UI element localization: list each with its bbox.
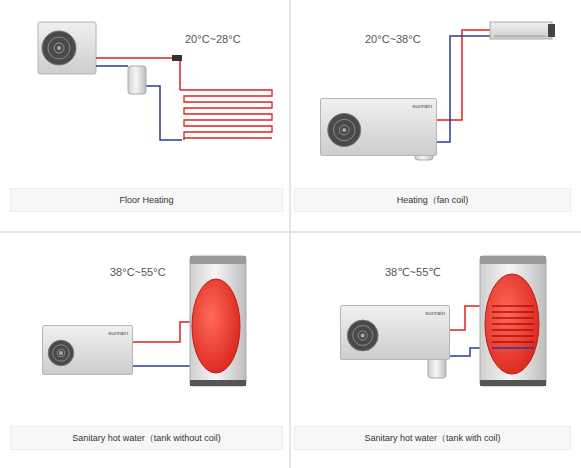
fan-ring: [339, 125, 349, 135]
fan-ring: [57, 349, 65, 357]
caption-text: Floor Heating: [113, 195, 179, 205]
caption-bar: Sanitary hot water（tank without coil): [10, 426, 283, 450]
coil-turn: [492, 335, 534, 336]
temperature-range: 38℃~55℃: [385, 266, 441, 279]
fan-ring: [353, 325, 373, 345]
hot-water-tank: [480, 256, 546, 386]
fan-coil-vent: [494, 36, 546, 37]
panel-divider: [0, 231, 581, 233]
coil-turn: [492, 317, 534, 318]
hot-water: [485, 274, 539, 374]
floor-coil: [180, 90, 272, 140]
hot-water-tank: [190, 256, 246, 386]
coil-turn: [492, 305, 534, 306]
fan-ring: [53, 345, 70, 362]
brand-label: sunrain: [321, 99, 436, 109]
hot-water: [192, 279, 240, 373]
coil-turn: [492, 329, 534, 330]
fan-coil-unit: [490, 22, 552, 39]
temperature-range: 38°C~55°C: [110, 266, 166, 278]
fan-grille: [42, 31, 76, 65]
tank-cap: [480, 256, 546, 264]
coil-turn: [492, 341, 534, 342]
fan-ring: [328, 114, 361, 147]
temperature-range: 20°C~38°C: [365, 33, 421, 45]
fan-hub: [59, 351, 63, 355]
fan-ring: [358, 331, 367, 340]
caption-bar: Floor Heating: [10, 188, 283, 212]
fan-ring: [347, 320, 378, 351]
tank-base: [480, 380, 546, 386]
valve: [172, 55, 182, 61]
buffer-tank: [128, 66, 146, 94]
temperature-range: 20°C~28°C: [185, 33, 241, 45]
caption-bar: Sanitary hot water（tank with coil): [294, 426, 571, 450]
caption-text: Sanitary hot water（tank without coil): [66, 432, 227, 445]
floor-heating-illustration: [38, 22, 272, 140]
fan-grille: [54, 43, 64, 53]
brand-label: sunrain: [341, 306, 449, 316]
fan-hub: [342, 128, 346, 132]
tank-cap: [190, 256, 246, 264]
fan-ring: [334, 119, 355, 140]
return-pipe: [96, 66, 182, 140]
heat-pump-unit: sunrain: [320, 98, 437, 156]
fan-coil-end: [548, 24, 555, 37]
brand-label: sunrain: [43, 326, 132, 336]
heat-pump-unit: [38, 22, 96, 74]
heat-pump-unit: sunrain: [340, 305, 450, 360]
coil-return: [183, 138, 184, 140]
fan-ring: [48, 340, 74, 366]
coil-pipe: [180, 90, 272, 138]
tank-base: [190, 380, 246, 386]
tank-coil: [492, 306, 534, 348]
fan-hub: [57, 46, 61, 50]
coil-turn: [492, 323, 534, 324]
caption-text: Sanitary hot water（tank with coil): [358, 432, 506, 445]
fan-grille: [48, 37, 70, 59]
panel-divider: [289, 0, 291, 468]
fan-hub: [361, 334, 365, 338]
caption-text: Heating（fan coil): [391, 194, 475, 207]
coil-turn: [492, 347, 534, 348]
heat-pump-unit: sunrain: [42, 325, 133, 375]
coil-turn: [492, 311, 534, 312]
caption-bar: Heating（fan coil): [294, 188, 571, 212]
